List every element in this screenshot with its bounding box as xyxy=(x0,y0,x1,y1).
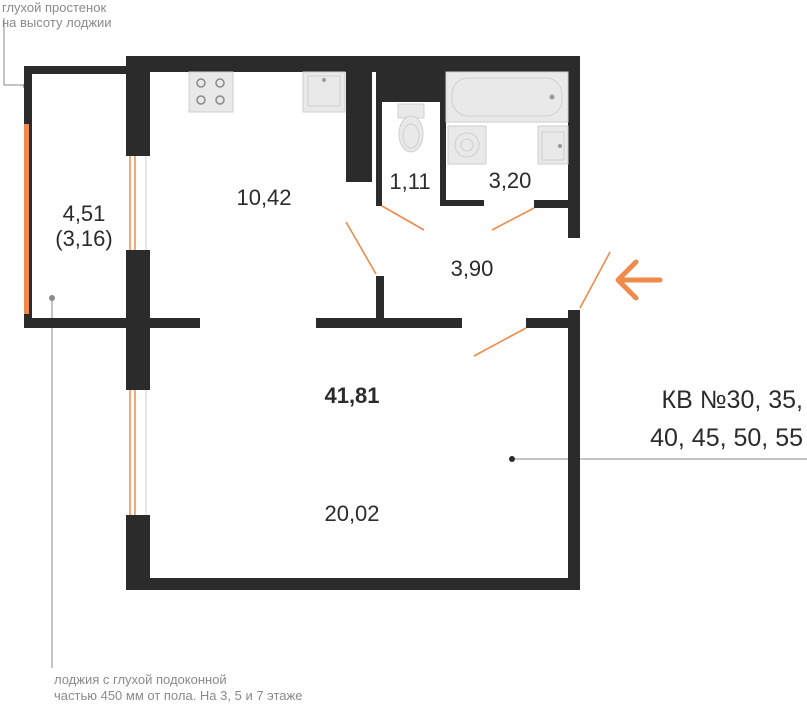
note-bottom-line2: частью 450 мм от пола. На 3, 5 и 7 этаже xyxy=(54,688,302,703)
apartment-numbers-line1: КВ №30, 35, xyxy=(662,386,803,414)
fixtures xyxy=(188,71,569,165)
windows xyxy=(24,124,147,515)
stove-icon xyxy=(188,71,234,113)
kitchen-area-label: 10,42 xyxy=(236,185,291,210)
living-area-label: 20,02 xyxy=(324,501,379,526)
kitchen-sink-icon xyxy=(302,71,346,113)
note-leaders xyxy=(3,18,807,668)
window-living xyxy=(129,390,147,515)
loggia-glazing xyxy=(24,124,29,314)
loggia-reduced-area-label: (3,16) xyxy=(55,226,112,251)
window-kitchen xyxy=(129,156,147,250)
bathtub-icon xyxy=(445,71,569,123)
bathroom-area-label: 3,20 xyxy=(489,168,532,193)
arrow-left-icon xyxy=(615,259,663,301)
toilet-area-label: 1,11 xyxy=(389,169,430,194)
note-bottom-line1: лоджия с глухой подоконной xyxy=(54,672,227,687)
total-area-label: 41,81 xyxy=(324,383,379,408)
toilet-icon xyxy=(397,103,425,153)
note-top-line2: на высоту лоджии xyxy=(2,15,112,30)
loggia-area-label: 4,51 xyxy=(63,201,106,226)
apartment-numbers-line2: 40, 45, 50, 55 xyxy=(650,424,803,452)
washing-machine-icon xyxy=(447,125,487,165)
walls xyxy=(24,56,580,590)
note-top-line1: глухой простенок xyxy=(2,0,106,15)
bath-sink-icon xyxy=(537,125,569,165)
hall-area-label: 3,90 xyxy=(451,256,494,281)
doors xyxy=(345,205,611,357)
